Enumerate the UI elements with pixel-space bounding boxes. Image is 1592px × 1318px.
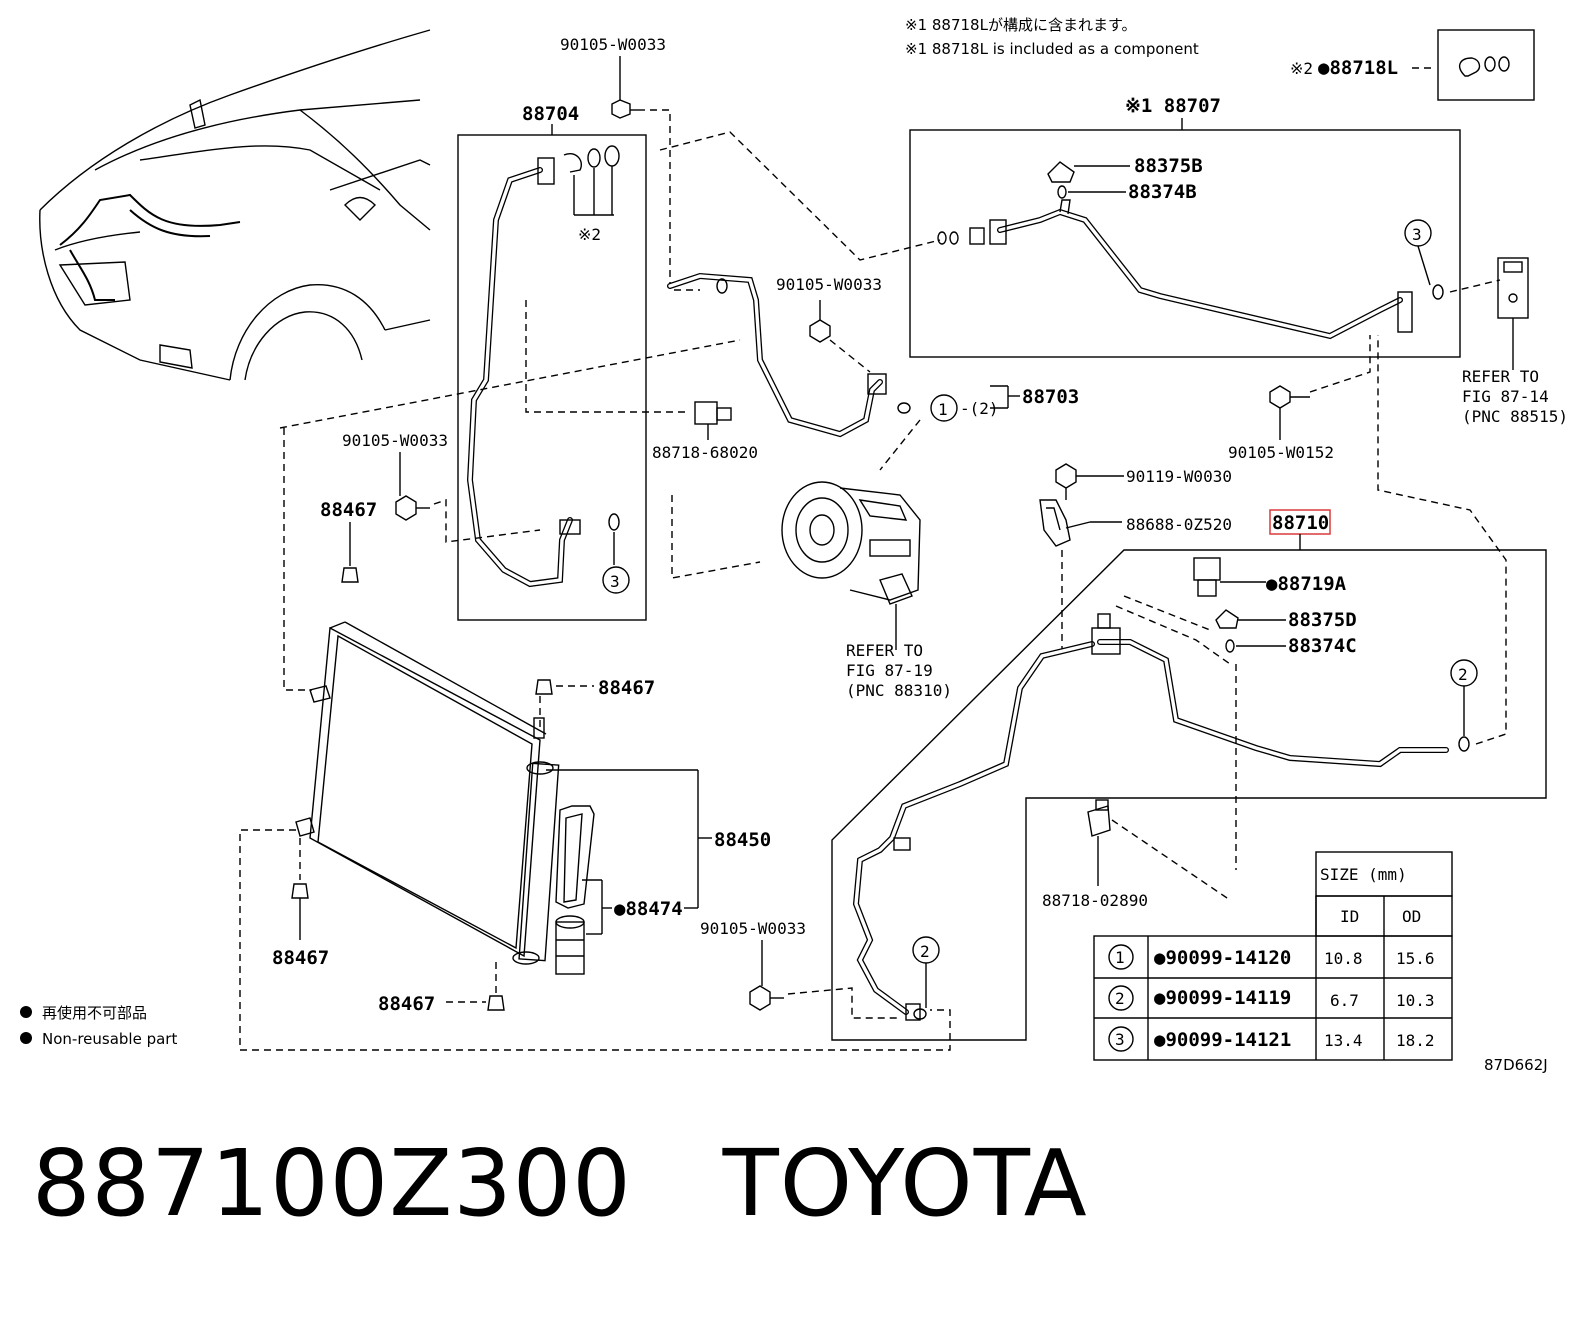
clamp-88718-68020: 88718-68020 [652, 401, 758, 462]
part-label-88703: 88703 [1022, 386, 1079, 408]
callout-2-right-num: 2 [1458, 665, 1468, 684]
legend-en: Non-reusable part [42, 1030, 177, 1048]
refer-fig-87-14-line1: REFER TO [1462, 367, 1539, 386]
figure-id: 87D662J [1484, 1056, 1548, 1074]
callout-3-top-num: 3 [1412, 225, 1422, 244]
size-row-3-part: ●90099-14121 [1154, 1029, 1291, 1051]
part-88704-group: 90105-W0033 88704 ※2 3 [457, 35, 761, 621]
bolt-90105-W0152: 90105-W0152 [1228, 335, 1371, 462]
part-label-88718L: ●88718L [1318, 57, 1398, 79]
size-row-3-od: 18.2 [1396, 1031, 1435, 1050]
left-bolts: 90105-W0033 88467 [283, 428, 541, 691]
note-mark-2-88704: ※2 [578, 225, 601, 244]
refer-fig-87-19-line3: (PNC 88310) [846, 681, 952, 700]
part-label-88467-right: 88467 [598, 677, 655, 699]
clamp-88718-02890: 88718-02890 [1042, 799, 1231, 910]
part-label-90105-W0033-bottom: 90105-W0033 [700, 919, 806, 938]
condenser-88450: ●88474 88450 88467 88467 88467 [239, 621, 951, 1051]
refer-fig-87-19-line1: REFER TO [846, 641, 923, 660]
part-label-88374B: 88374B [1128, 181, 1197, 203]
legend-bullet-icon [20, 1006, 32, 1018]
part-label-88375D: 88375D [1288, 609, 1357, 631]
part-label-88719A: ●88719A [1266, 573, 1347, 595]
car-illustration [39, 29, 431, 381]
part-label-90105-W0033-mid: 90105-W0033 [776, 275, 882, 294]
size-row-2-id: 6.7 [1330, 991, 1359, 1010]
part-label-88450: 88450 [714, 829, 771, 851]
part-label-88467-top-left: 88467 [320, 499, 377, 521]
parts-diagram: ※1 88718Lが構成に含まれます。 ※1 88718L is include… [20, 16, 1568, 1074]
part-88718L-group: ※2 ●88718L [1290, 29, 1535, 101]
note-mark-2: ※2 [1290, 59, 1313, 78]
refer-fig-87-19-line2: FIG 87-19 [846, 661, 933, 680]
size-row-1-part: ●90099-14120 [1154, 947, 1291, 969]
clip-box [1437, 29, 1535, 101]
part-label-90105-W0033-top: 90105-W0033 [560, 35, 666, 54]
bolt-90105-W0033-bottom: 90105-W0033 [700, 919, 900, 1019]
compressor: REFER TO FIG 87-19 (PNC 88310) [781, 481, 952, 700]
size-row-2-num: 2 [1115, 989, 1125, 1008]
callout-1-num: 1 [938, 400, 948, 419]
size-row-2-part: ●90099-14119 [1154, 987, 1291, 1009]
part-88710-group: 88710 ●88719A 88375D 88374C 2 2 [831, 335, 1547, 1041]
size-row-2-od: 10.3 [1396, 991, 1435, 1010]
size-row-3-num: 3 [1115, 1030, 1125, 1049]
expansion-valve: REFER TO FIG 87-14 (PNC 88515) [1462, 257, 1568, 426]
brand-name: TOYOTA [722, 1130, 1088, 1237]
part-label-88688-0Z520: 88688-0Z520 [1126, 515, 1232, 534]
part-label-90105-W0152: 90105-W0152 [1228, 443, 1334, 462]
part-label-88474: ●88474 [614, 898, 683, 920]
part-label-88704: 88704 [522, 103, 579, 125]
refer-fig-87-14-line2: FIG 87-14 [1462, 387, 1549, 406]
bracket-88688: 90119-W0030 88688-0Z520 [1039, 463, 1232, 652]
part-label-90119-W0030: 90119-W0030 [1126, 467, 1232, 486]
legend-bullet-icon [20, 1032, 32, 1044]
diagram-canvas: ※1 88718Lが構成に含まれます。 ※1 88718L is include… [20, 16, 1568, 1074]
size-row-1-od: 15.6 [1396, 949, 1435, 968]
part-label-88467-bottom-left: 88467 [272, 947, 329, 969]
refer-fig-87-14-line3: (PNC 88515) [1462, 407, 1568, 426]
part-number: 887100Z300 [32, 1130, 632, 1237]
legend-jp: 再使用不可部品 [42, 1004, 147, 1022]
part-label-90105-W0033-left: 90105-W0033 [342, 431, 448, 450]
legend: 再使用不可部品 Non-reusable part [20, 1004, 177, 1048]
note-en: ※1 88718L is included as a component [905, 40, 1199, 58]
part-88707-group: ※1 88707 88375B 88374B 3 [909, 95, 1461, 358]
part-label-88718-02890: 88718-02890 [1042, 891, 1148, 910]
size-table: SIZE (mm) ID OD 1 ●90099-14120 10.8 15.6… [1093, 851, 1453, 1061]
part-label-88707: ※1 88707 [1125, 95, 1221, 117]
part-label-88467-bottom: 88467 [378, 993, 435, 1015]
size-table-col-od: OD [1402, 907, 1421, 926]
part-label-88710[interactable]: 88710 [1272, 512, 1329, 534]
part-label-88718-68020: 88718-68020 [652, 443, 758, 462]
part-88703-group: 1 -(2) 88703 90105-W0033 [279, 272, 1079, 471]
size-row-3-id: 13.4 [1324, 1031, 1363, 1050]
callout-1 [930, 394, 958, 422]
callout-3-hose-num: 3 [610, 572, 620, 591]
callout-3-hose [602, 566, 630, 594]
part-number-title: 887100Z300 TOYOTA [32, 1130, 1088, 1237]
size-row-1-id: 10.8 [1324, 949, 1363, 968]
part-label-88375B: 88375B [1134, 155, 1203, 177]
size-table-col-id: ID [1340, 907, 1359, 926]
part-label-88374C: 88374C [1288, 635, 1357, 657]
size-row-1-num: 1 [1115, 948, 1125, 967]
size-table-header: SIZE (mm) [1320, 865, 1407, 884]
callout-2-bottom-num: 2 [920, 942, 930, 961]
callout-2-paren: -(2) [960, 399, 999, 418]
note-jp: ※1 88718Lが構成に含まれます。 [905, 16, 1136, 34]
